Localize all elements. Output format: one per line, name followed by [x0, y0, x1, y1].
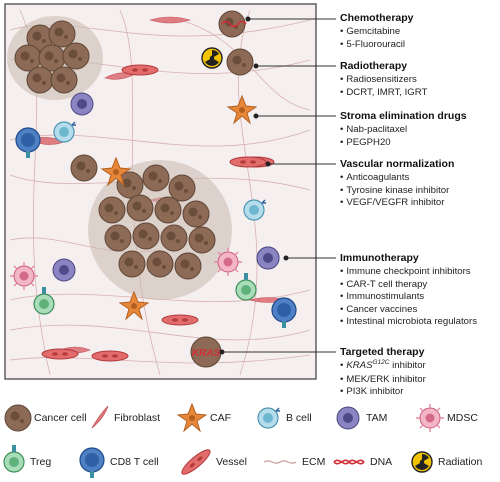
vessel — [121, 64, 159, 76]
therapy-item: Nab-paclitaxel — [340, 124, 500, 137]
therapy-list: Radiosensitizers DCRT, IMRT, IGRT — [340, 74, 500, 99]
mdsc-cell — [9, 261, 39, 291]
kras-label: KRAS — [192, 348, 221, 359]
therapy-item: 5-Fluorouracil — [340, 39, 500, 52]
therapy-title: Vascular normalization — [340, 158, 455, 170]
legend-dna: DNA — [370, 456, 393, 468]
therapy-item-suffix: inhibitor — [392, 360, 426, 371]
therapy-item: Cancer vaccines — [340, 304, 500, 317]
vessel — [41, 348, 79, 360]
therapy-targeted: Targeted therapy KRASG12C inhibitor MEK/… — [340, 346, 500, 399]
therapy-item: Intestinal microbiota regulators — [340, 316, 500, 329]
legend-vessel: Vessel — [216, 456, 247, 468]
therapy-list: Nab-paclitaxel PEGPH20 — [340, 124, 500, 149]
therapy-item: DCRT, IMRT, IGRT — [340, 87, 500, 100]
legend-caf: CAF — [210, 412, 231, 424]
legend-caf-icon — [177, 403, 207, 432]
therapy-item: PI3K inhibitor — [340, 386, 500, 399]
connector-lines — [222, 18, 336, 353]
vessel — [161, 314, 199, 326]
therapy-item: PEGPH20 — [340, 137, 500, 150]
legend-b-cell: B cell — [286, 412, 312, 424]
therapy-item: Gemcitabine — [340, 26, 500, 39]
therapy-item: CAR-T cell therapy — [340, 279, 500, 292]
therapy-list: Immune checkpoint inhibitors CAR-T cell … — [340, 266, 500, 329]
vessel-target — [229, 156, 267, 168]
vessel — [91, 350, 129, 362]
legend-cancer-cell-icon — [4, 404, 32, 432]
chemo-target-cell — [218, 10, 247, 38]
legend-b-cell-icon — [257, 407, 281, 429]
legend-treg-icon — [3, 444, 25, 473]
legend-cd8-icon — [79, 447, 105, 479]
legend-radiation-icon — [411, 451, 433, 473]
legend-icons — [3, 403, 445, 479]
therapy-radiotherapy: Radiotherapy Radiosensitizers DCRT, IMRT… — [340, 60, 500, 99]
therapy-item: Radiosensitizers — [340, 74, 500, 87]
therapy-title: Immunotherapy — [340, 252, 419, 264]
legend-ecm: ECM — [302, 456, 326, 468]
gene-name: KRAS — [346, 360, 373, 371]
legend-tam-icon — [336, 406, 360, 430]
therapy-item-kras: KRASG12C inhibitor — [340, 359, 500, 374]
therapy-immunotherapy: Immunotherapy Immune checkpoint inhibito… — [340, 252, 500, 329]
legend-dna-icon — [333, 459, 365, 465]
therapy-chemotherapy: Chemotherapy Gemcitabine 5-Fluorouracil — [340, 12, 500, 51]
therapy-title: Radiotherapy — [340, 60, 408, 72]
mdsc-cell — [213, 247, 243, 277]
legend-ecm-icon — [263, 460, 297, 464]
connector-dots — [219, 16, 289, 355]
cancer-cell — [70, 154, 98, 182]
therapy-stroma-elimination: Stroma elimination drugs Nab-paclitaxel … — [340, 110, 500, 149]
legend-fibroblast-icon — [91, 405, 109, 429]
tam-cell — [52, 258, 76, 282]
legend-mdsc: MDSC — [447, 412, 478, 424]
immune-target-cell — [256, 246, 280, 270]
therapy-item: Tyrosine kinase inhibitor — [340, 185, 500, 198]
therapy-item: Anticoagulants — [340, 172, 500, 185]
tumor-cluster-central — [88, 160, 232, 300]
legend-vessel-icon — [178, 446, 214, 478]
therapy-title: Targeted therapy — [340, 346, 425, 358]
legend-mdsc-icon — [415, 403, 445, 433]
therapy-list: KRASG12C inhibitor MEK/ERK inhibitor PI3… — [340, 359, 500, 399]
legend-cd8: CD8 T cell — [110, 456, 159, 468]
therapy-title: Chemotherapy — [340, 12, 414, 24]
therapy-vascular-normalization: Vascular normalization Anticoagulants Ty… — [340, 158, 500, 210]
tam-cell — [70, 92, 94, 116]
legend-cancer-cell: Cancer cell — [34, 412, 87, 424]
legend-radiation: Radiation — [438, 456, 483, 468]
tumor-cluster-upper — [7, 16, 103, 100]
therapy-list: Gemcitabine 5-Fluorouracil — [340, 26, 500, 51]
therapy-item: Immune checkpoint inhibitors — [340, 266, 500, 279]
legend-fibroblast: Fibroblast — [114, 412, 161, 424]
kras-target-cell: KRAS — [190, 336, 222, 368]
therapy-list: Anticoagulants Tyrosine kinase inhibitor… — [340, 172, 500, 210]
legend-treg: Treg — [30, 456, 52, 468]
legend-tam: TAM — [366, 412, 388, 424]
therapy-item: Immunostimulants — [340, 291, 500, 304]
therapy-item: VEGF/VEGFR inhibitor — [340, 197, 500, 210]
therapy-title: Stroma elimination drugs — [340, 110, 467, 122]
therapy-item: MEK/ERK inhibitor — [340, 374, 500, 387]
gene-mutation: G12C — [372, 359, 390, 366]
